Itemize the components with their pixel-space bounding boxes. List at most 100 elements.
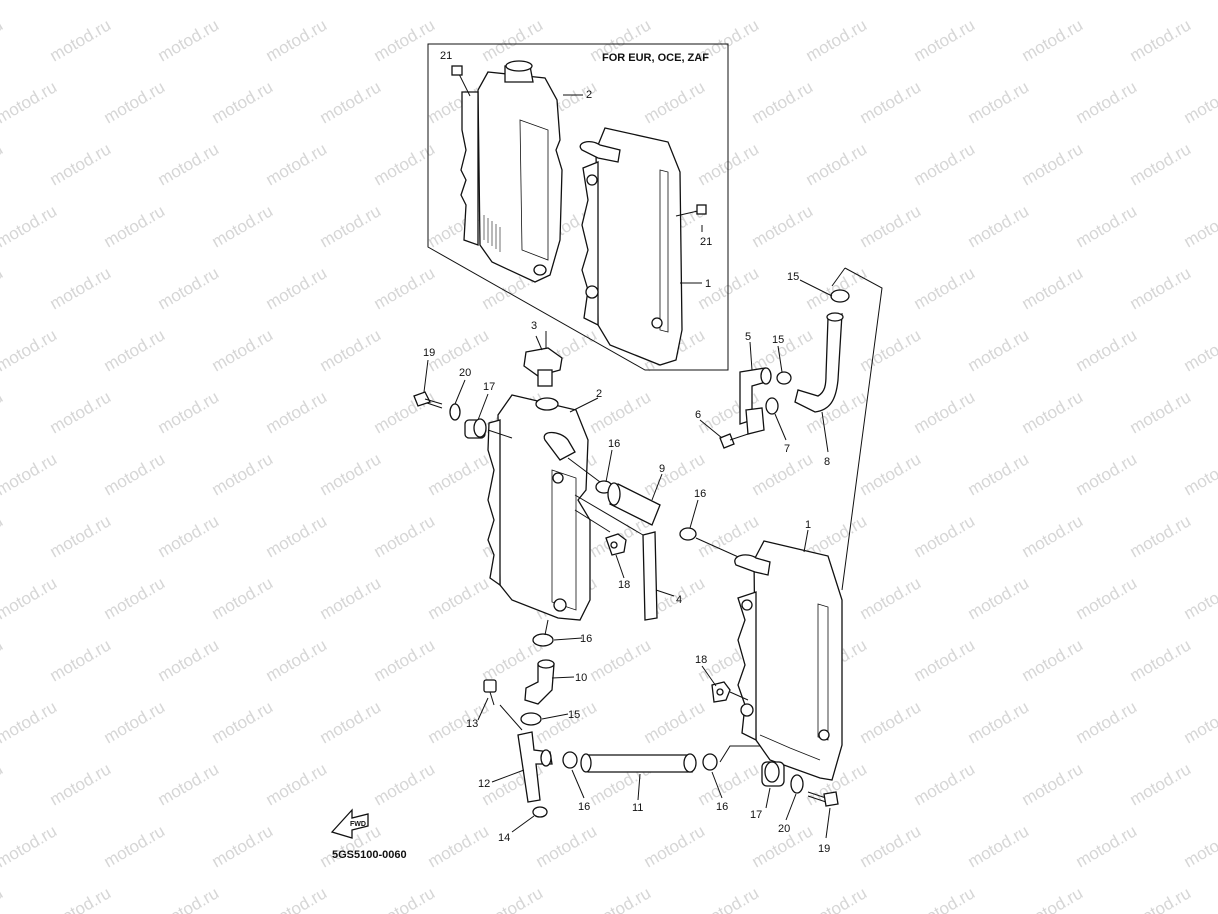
grommet-17-lower xyxy=(761,761,785,787)
watermark-text: motod.ru xyxy=(1181,449,1218,499)
watermark-text: motod.ru xyxy=(155,15,223,65)
inset-bolt-21-right xyxy=(675,204,707,217)
watermark-text: motod.ru xyxy=(101,201,169,251)
watermark-text: motod.ru xyxy=(1127,883,1195,914)
watermark-text: motod.ru xyxy=(1073,449,1141,499)
callout-5: 5 xyxy=(745,331,751,343)
clamp-16-left-lower xyxy=(562,751,578,769)
watermark-text: motod.ru xyxy=(1127,759,1195,809)
watermark-text: motod.ru xyxy=(371,635,439,685)
watermark-text: motod.ru xyxy=(749,201,817,251)
watermark-text: motod.ru xyxy=(317,697,385,747)
watermark-text: motod.ru xyxy=(965,573,1033,623)
watermark-text: motod.ru xyxy=(1073,573,1141,623)
callout-16-upper: 16 xyxy=(608,438,620,450)
watermark-text: motod.ru xyxy=(101,697,169,747)
watermark-text: motod.ru xyxy=(587,635,655,685)
watermark-text: motod.ru xyxy=(965,0,1033,3)
watermark-text: motod.ru xyxy=(749,0,817,3)
callout-16-mid: 16 xyxy=(694,488,706,500)
radiator-cap xyxy=(523,331,563,411)
watermark-text: motod.ru xyxy=(155,635,223,685)
watermark-text: motod.ru xyxy=(425,697,493,747)
watermark-text: motod.ru xyxy=(1073,325,1141,375)
callout-1-main: 1 xyxy=(805,519,811,531)
watermark-text: motod.ru xyxy=(155,139,223,189)
callout-8: 8 xyxy=(824,456,830,468)
bolt-6 xyxy=(719,433,749,449)
watermark-text: motod.ru xyxy=(1019,883,1087,914)
callout-11: 11 xyxy=(632,802,643,814)
watermark-text: motod.ru xyxy=(47,15,115,65)
watermark-text: motod.ru xyxy=(857,449,925,499)
watermark-text: motod.ru xyxy=(587,883,655,914)
callout-9: 9 xyxy=(659,463,665,475)
callout-2-inset: 2 xyxy=(586,89,592,101)
watermark-text: motod.ru xyxy=(1019,139,1087,189)
watermark-text: motod.ru xyxy=(911,15,979,65)
watermark-text: motod.ru xyxy=(1127,387,1195,437)
watermark-text: motod.ru xyxy=(1019,15,1087,65)
watermark-text: motod.ru xyxy=(101,0,169,3)
watermark-text: motod.ru xyxy=(1073,697,1141,747)
callout-15-top: 15 xyxy=(787,271,799,283)
watermark-text: motod.ru xyxy=(317,325,385,375)
callout-14: 14 xyxy=(498,832,510,844)
watermark-text: motod.ru xyxy=(1019,511,1087,561)
watermark-text: motod.ru xyxy=(1181,77,1218,127)
bolt-13 xyxy=(483,679,497,706)
watermark-text: motod.ru xyxy=(533,0,601,3)
hose-8 xyxy=(794,312,844,413)
watermark-text: motod.ru xyxy=(371,883,439,914)
callout-15-small: 15 xyxy=(772,334,784,346)
damper-18-right xyxy=(711,681,731,703)
washer-20-lower xyxy=(790,774,804,794)
watermark-text: motod.ru xyxy=(263,139,331,189)
hose-9 xyxy=(607,482,661,526)
callout-21-inset-right: 21 xyxy=(700,236,712,248)
callout-12: 12 xyxy=(478,778,490,790)
watermark-text: motod.ru xyxy=(263,15,331,65)
watermark-text: motod.ru xyxy=(695,511,763,561)
watermark-text: motod.ru xyxy=(317,77,385,127)
hose-11 xyxy=(580,753,697,773)
watermark-text: motod.ru xyxy=(101,449,169,499)
right-radiator xyxy=(734,540,843,781)
callout-1-inset: 1 xyxy=(705,278,711,290)
watermark-text: motod.ru xyxy=(1181,697,1218,747)
watermark-text: motod.ru xyxy=(317,0,385,3)
callout-3: 3 xyxy=(531,320,537,332)
watermark-text: motod.ru xyxy=(209,77,277,127)
watermark-text: motod.ru xyxy=(641,697,709,747)
watermark-text: motod.ru xyxy=(155,263,223,313)
watermark-text: motod.ru xyxy=(749,325,817,375)
watermark-text: motod.ru xyxy=(0,77,60,127)
callout-21-inset-left: 21 xyxy=(440,50,452,62)
joint-pipe xyxy=(745,407,765,435)
watermark-text: motod.ru xyxy=(0,511,6,561)
o-ring-14 xyxy=(532,806,548,818)
callout-15-lower: 15 xyxy=(568,709,580,721)
watermark-text: motod.ru xyxy=(1073,201,1141,251)
watermark-text: motod.ru xyxy=(1019,263,1087,313)
hose-10 xyxy=(524,659,555,705)
watermark-text: motod.ru xyxy=(0,15,6,65)
watermark-text: motod.ru xyxy=(911,263,979,313)
watermark-text: motod.ru xyxy=(209,325,277,375)
callout-16-lower: 16 xyxy=(580,633,592,645)
watermark-text: motod.ru xyxy=(47,387,115,437)
watermark-text: motod.ru xyxy=(0,201,60,251)
watermark-text: motod.ru xyxy=(1181,0,1218,3)
o-ring-7 xyxy=(765,397,779,415)
callout-10: 10 xyxy=(575,672,587,684)
watermark-text: motod.ru xyxy=(1073,0,1141,3)
watermark-text: motod.ru xyxy=(749,77,817,127)
watermark-text: motod.ru xyxy=(371,263,439,313)
watermark-text: motod.ru xyxy=(155,387,223,437)
clamp-16-lower xyxy=(532,633,554,647)
watermark-text: motod.ru xyxy=(317,449,385,499)
bolt-19-upper xyxy=(413,391,443,409)
grommet-17-upper xyxy=(464,418,487,439)
watermark-text: motod.ru xyxy=(209,821,277,871)
